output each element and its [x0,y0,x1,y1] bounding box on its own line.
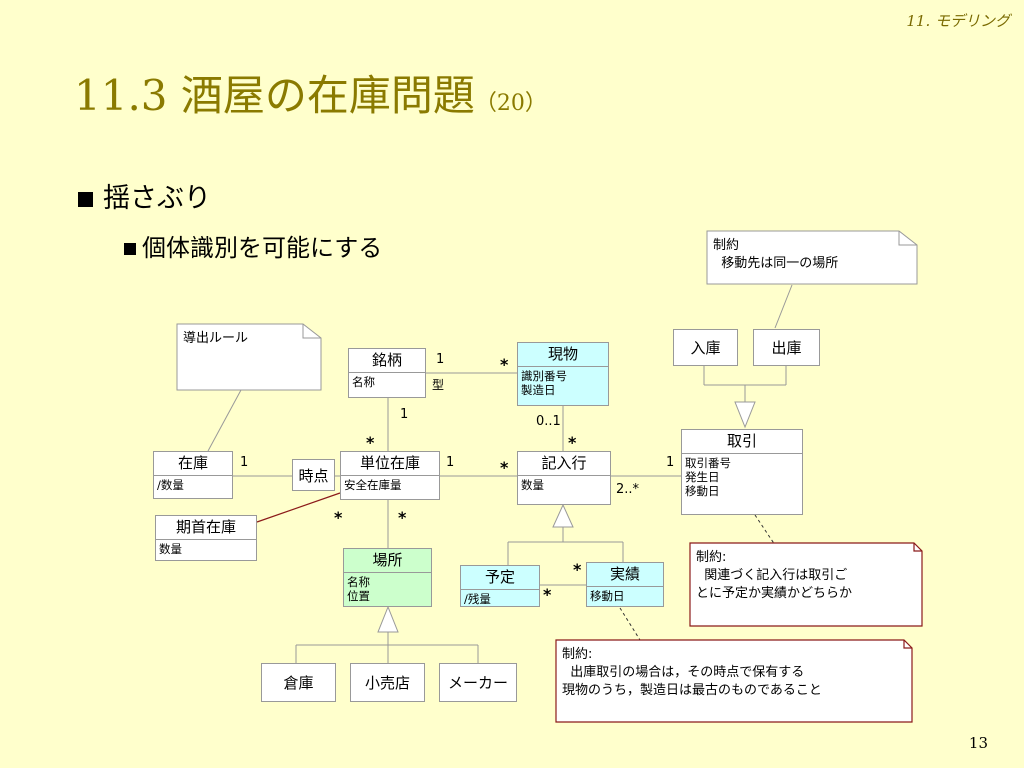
note-derivation-text: 導出ルール [183,331,249,346]
note-derivation-shape [176,323,322,391]
square-bullet-icon [124,243,136,255]
bullet-level2: 個体識別を可能にする [124,228,382,263]
class-torihiki-attrs: 取引番号 発生日 移動日 [685,456,731,498]
bullet-level1: 揺さぶり [78,176,211,215]
mult-tani-kinyu-1: 1 [446,455,455,470]
class-basho-name: 場所 [344,549,431,573]
box-shukko: 出庫 [753,329,820,366]
generalization-arrow-basho [377,605,399,633]
class-yotei-attrs: /残量 [464,592,491,606]
mult-meigara-tani-1: 1 [400,407,409,422]
mult-torihiki-2n: 2..* [616,482,640,497]
class-zaiko-attrs: /数量 [157,478,184,492]
note-top-right-text: 制約 移動先は同一の場所 [713,238,839,271]
note-top-right-shape [706,230,918,285]
class-genbutsu-name: 現物 [518,343,608,367]
bullet-level2-text: 個体識別を可能にする [142,234,383,262]
section-tag: 11. モデリング [906,12,1010,30]
derived-link-kishu [256,492,341,523]
class-basho-attrs: 名称 位置 [347,575,370,603]
class-torihiki: 取引 取引番号 発生日 移動日 [681,429,803,515]
class-jisseki-name: 実績 [587,563,663,587]
page-title: 11.3 酒屋の在庫問題（20） [74,62,547,123]
page-number: 13 [968,734,988,752]
class-kinyu-attrs: 数量 [521,478,544,492]
class-kishu-zaiko: 期首在庫 数量 [155,515,257,561]
generalization-arrow-kinyu [552,503,574,528]
class-meigara: 銘柄 名称 [348,348,426,398]
note-middle-right-shape [689,542,923,627]
class-kinyu-gyo: 記入行 数量 [517,451,611,505]
class-torihiki-name: 取引 [682,430,802,454]
box-nyuko: 入庫 [673,329,738,366]
class-basho: 場所 名称 位置 [343,548,432,607]
class-tani-zaiko: 単位在庫 安全在庫量 [340,451,440,500]
mult-meigara-tani-star: * [366,433,375,452]
mult-yotei-star: * [543,585,552,604]
class-kishu-attrs: 数量 [159,542,182,556]
class-kinyu-name: 記入行 [518,452,610,476]
mult-torihiki-1: 1 [666,455,675,470]
title-sub: （20） [474,91,547,116]
class-jisseki: 実績 移動日 [586,562,664,607]
box-jiten: 時点 [292,459,335,491]
square-bullet-icon [78,192,93,207]
class-genbutsu: 現物 識別番号 製造日 [517,342,609,406]
mult-tani-star-left: * [334,508,343,527]
generalization-arrow-torihiki [734,401,756,429]
mult-tani-kinyu-star: * [500,458,509,477]
mult-meigara-genbutsu-star: * [500,355,509,374]
class-zaiko-name: 在庫 [154,452,232,476]
note-middle-right-text: 制約: 関連づく記入行は取引ご とに予定か実績かどちらか [696,550,853,601]
class-yotei: 予定 /残量 [460,565,540,607]
note-bottom-shape [555,639,913,723]
class-kishu-name: 期首在庫 [156,516,256,540]
note-bottom-text: 制約: 出庫取引の場合は，その時点で保有する 現物のうち，製造日は最古のものであ… [562,647,822,698]
box-kouriten: 小売店 [350,663,425,702]
mult-genbutsu-kinyu-star: * [568,433,577,452]
class-genbutsu-attrs: 識別番号 製造日 [521,369,567,397]
class-meigara-attrs: 名称 [352,375,375,389]
class-tani-attrs: 安全在庫量 [344,478,402,492]
bullet-level1-text: 揺さぶり [103,183,211,214]
class-yotei-name: 予定 [461,566,539,590]
class-jisseki-attrs: 移動日 [590,589,625,603]
mult-jisseki-star: * [573,560,582,579]
mult-genbutsu-kinyu-01: 0..1 [536,414,561,429]
class-meigara-name: 銘柄 [349,349,425,373]
title-main: 11.3 酒屋の在庫問題 [74,71,475,120]
mult-meigara-genbutsu-1: 1 [436,352,445,367]
class-tani-name: 単位在庫 [341,452,439,476]
box-maker: メーカー [439,663,517,702]
mult-zaiko-1: 1 [240,455,249,470]
mult-tani-star-right: * [398,508,407,527]
box-souko: 倉庫 [261,663,336,702]
class-zaiko: 在庫 /数量 [153,451,233,499]
label-kata: 型 [432,378,445,392]
